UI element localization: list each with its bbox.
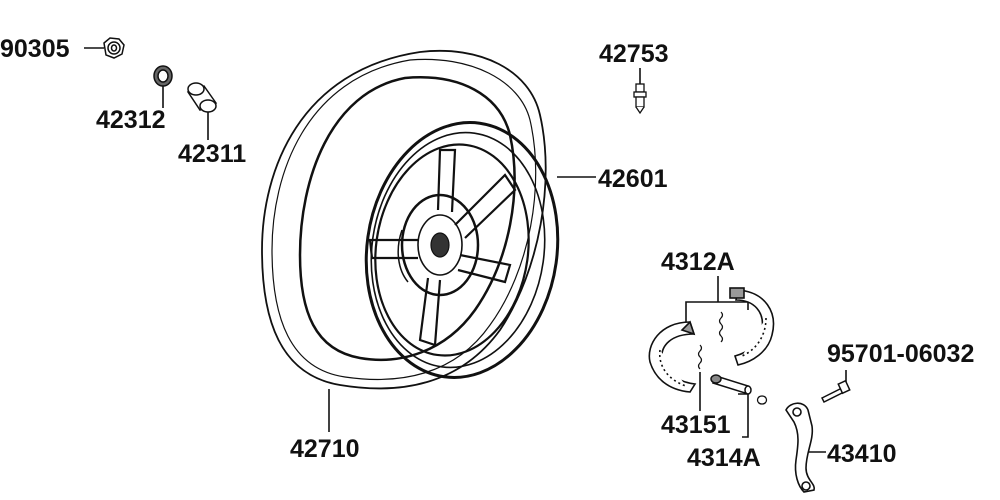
label-4312A: 4312A: [661, 248, 735, 276]
leader-lines: [84, 47, 847, 453]
hub-icon: [400, 193, 480, 297]
label-95701-06032: 95701-06032: [827, 340, 974, 368]
brake-shoe-left-icon: [648, 320, 697, 393]
wheel-assembly-icon: [261, 50, 560, 390]
nut-icon: [103, 37, 125, 59]
spring-icon: [697, 311, 724, 370]
label-42710: 42710: [290, 435, 360, 463]
valve-icon: [633, 83, 647, 115]
pin-icon: [756, 395, 768, 405]
camshaft-icon: [710, 374, 752, 395]
label-42753: 42753: [599, 40, 669, 68]
label-43410: 43410: [827, 440, 897, 468]
leader-4312A: [685, 301, 749, 324]
tire-icon: [261, 50, 547, 390]
collar-icon: [186, 82, 218, 113]
label-90305: 90305: [0, 35, 70, 63]
label-43151: 43151: [661, 411, 731, 439]
label-42312: 42312: [96, 106, 166, 134]
label-42601: 42601: [598, 165, 668, 193]
brake-shoe-right-icon: [729, 287, 775, 366]
bolt-icon: [820, 379, 851, 404]
leader-4314A: [738, 393, 749, 438]
brake-arm-icon: [785, 402, 816, 493]
label-4314A: 4314A: [687, 444, 761, 472]
label-42311: 42311: [178, 140, 246, 168]
spokes-icon: [368, 148, 517, 347]
rim-ring-icon: [364, 121, 560, 379]
oil-seal-icon: [153, 65, 173, 87]
